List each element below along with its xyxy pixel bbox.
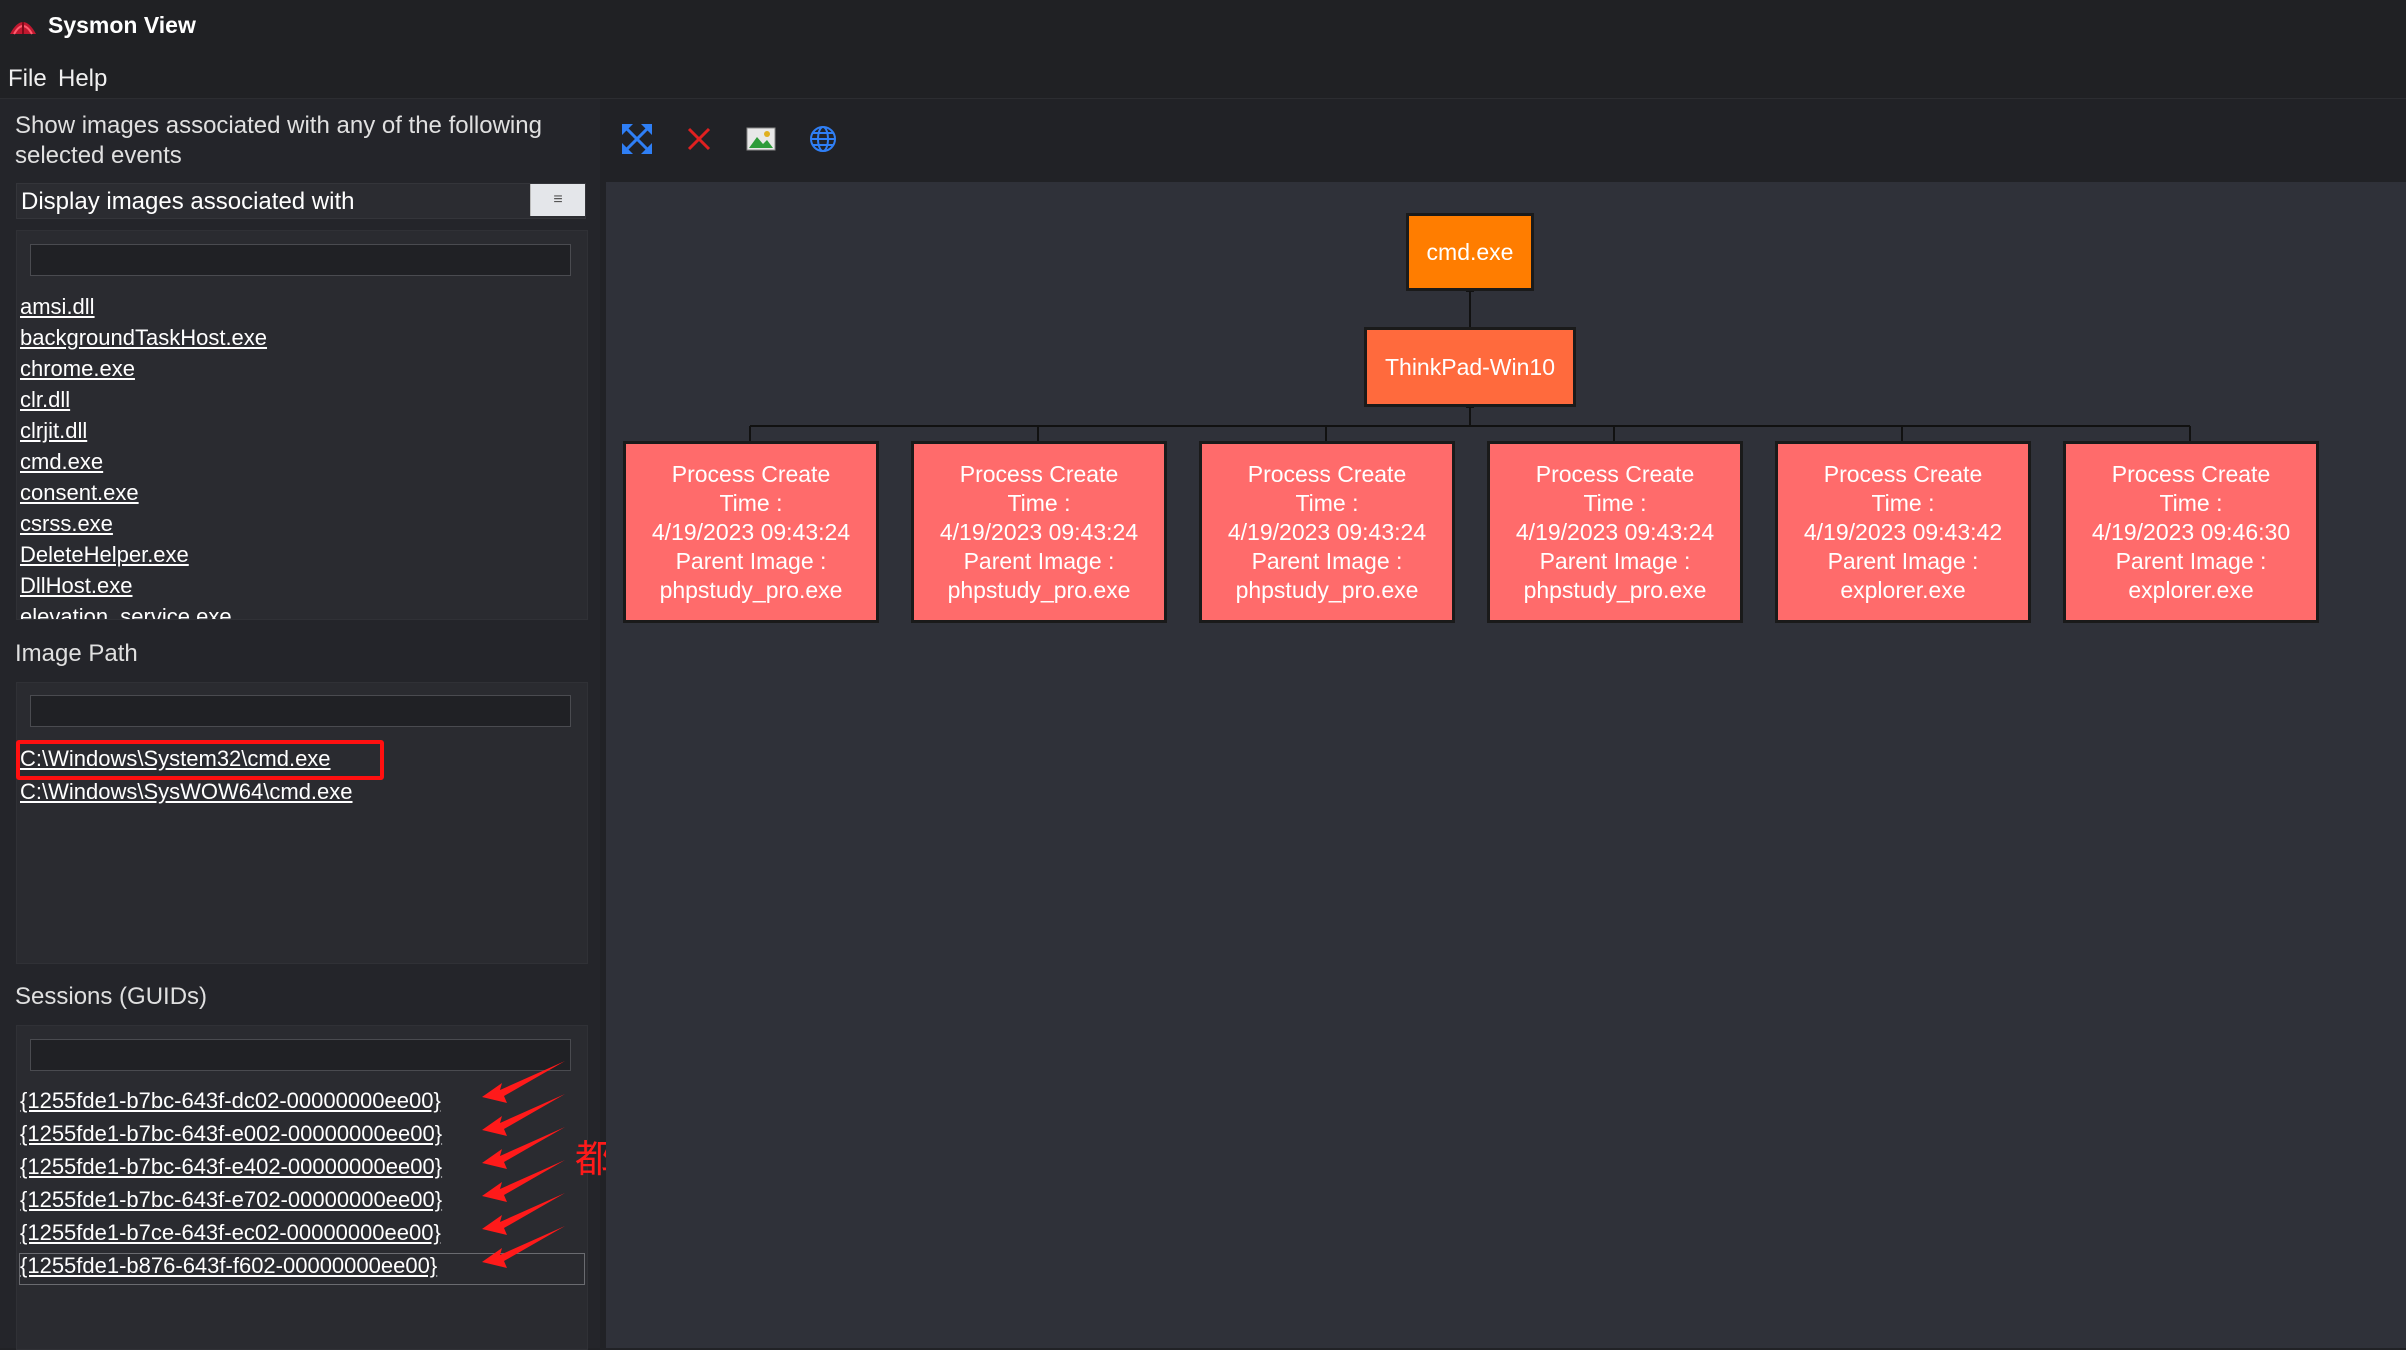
node-root-image[interactable]: cmd.exe: [1406, 213, 1534, 291]
node-host[interactable]: ThinkPad-Win10: [1364, 327, 1576, 407]
event-parent-label-text: Parent Image :: [2115, 547, 2267, 574]
session-guid-link[interactable]: {1255fde1-b7bc-643f-dc02-00000000ee00}: [20, 1088, 441, 1113]
event-parent-label-text: Parent Image :: [1251, 547, 1403, 574]
event-line2-text: Time :: [1871, 489, 1935, 516]
images-panel: amsi.dll backgroundTaskHost.exe chrome.exe…: [16, 230, 588, 620]
image-list-item[interactable]: csrss.exe: [20, 511, 113, 536]
event-parent-label-text: Parent Image :: [1539, 547, 1691, 574]
image-path-filter-input[interactable]: [30, 695, 571, 727]
app-logo-icon: [10, 22, 36, 35]
event-time-text: 4/19/2023 09:43:24: [1515, 518, 1715, 545]
globe-icon[interactable]: [806, 122, 840, 156]
event-line1-text: Process Create: [1535, 460, 1695, 487]
image-path-panel: C:\Windows\System32\cmd.exe C:\Windows\S…: [16, 682, 588, 964]
event-parent-text: phpstudy_pro.exe: [947, 576, 1131, 603]
event-parent-text: phpstudy_pro.exe: [1523, 576, 1707, 603]
event-parent-label-text: Parent Image :: [1827, 547, 1979, 574]
event-time-text: 4/19/2023 09:43:24: [651, 518, 851, 545]
menu-bar: File Help: [0, 56, 2406, 99]
image-list-item[interactable]: cmd.exe: [20, 449, 104, 474]
event-time-text: 4/19/2023 09:43:24: [1227, 518, 1427, 545]
event-line1-text: Process Create: [2111, 460, 2271, 487]
event-line2-text: Time :: [1007, 489, 1071, 516]
event-line1-text: Process Create: [959, 460, 1119, 487]
annotation-arrow: [482, 1094, 565, 1136]
event-time-text: 4/19/2023 09:46:30: [2091, 518, 2291, 545]
annotation-arrow: [482, 1061, 565, 1103]
event-time-text: 4/19/2023 09:43:42: [1803, 518, 2003, 545]
session-guid-link[interactable]: {1255fde1-b7bc-643f-e402-00000000ee00}: [20, 1154, 443, 1179]
highlight-box: [16, 740, 384, 780]
image-list-item[interactable]: chrome.exe: [20, 356, 135, 381]
selected-row-outline: [19, 1253, 585, 1285]
display-with-label: Display images associated with: [21, 188, 355, 215]
event-parent-label-text: Parent Image :: [675, 547, 827, 574]
event-parent-label-text: Parent Image :: [963, 547, 1115, 574]
event-line2-text: Time :: [1583, 489, 1647, 516]
image-list-item[interactable]: consent.exe: [20, 480, 139, 505]
images-filter-input[interactable]: [30, 244, 571, 276]
event-line1-text: Process Create: [671, 460, 831, 487]
image-path-label: Image Path: [15, 640, 138, 667]
session-guid-link[interactable]: {1255fde1-b7bc-643f-e002-00000000ee00}: [20, 1121, 443, 1146]
title-bar: Sysmon View: [0, 0, 2406, 56]
image-list-item[interactable]: elevation_service.exe: [20, 604, 232, 620]
menu-file[interactable]: File: [8, 65, 47, 92]
annotation-arrow: [482, 1226, 565, 1268]
session-guid-link[interactable]: {1255fde1-b876-643f-f602-00000000ee00}: [20, 1253, 438, 1278]
clear-icon[interactable]: [682, 122, 716, 156]
image-path-link[interactable]: C:\Windows\SysWOW64\cmd.exe: [20, 779, 353, 804]
annotation-arrow: [482, 1127, 565, 1169]
image-list-item[interactable]: clrjit.dll: [20, 418, 88, 443]
event-time-text: 4/19/2023 09:43:24: [939, 518, 1139, 545]
annotation-arrows: [482, 1061, 565, 1268]
event-parent-text: explorer.exe: [2128, 576, 2254, 603]
event-line2-text: Time :: [2159, 489, 2223, 516]
event-parent-text: phpstudy_pro.exe: [659, 576, 843, 603]
list-icon: ≡: [553, 191, 563, 208]
annotation-arrow: [482, 1193, 565, 1235]
events-filter-label: Show images associated with any of the f…: [15, 112, 542, 169]
event-line2-text: Time :: [1295, 489, 1359, 516]
event-line1-text: Process Create: [1823, 460, 1983, 487]
sessions-filter-input[interactable]: [30, 1039, 571, 1071]
event-line2-text: Time :: [719, 489, 783, 516]
annotation-arrow: [482, 1160, 565, 1202]
image-icon[interactable]: [744, 122, 778, 156]
image-list-item[interactable]: clr.dll: [20, 387, 71, 412]
image-list-item[interactable]: DllHost.exe: [20, 573, 133, 598]
list-options-button[interactable]: ≡: [530, 184, 585, 216]
image-list-item[interactable]: DeleteHelper.exe: [20, 542, 189, 567]
sessions-panel: {1255fde1-b7bc-643f-dc02-00000000ee00} {1…: [16, 1025, 588, 1350]
image-list-item[interactable]: amsi.dll: [20, 294, 95, 319]
session-guid-link[interactable]: {1255fde1-b7bc-643f-e702-00000000ee00}: [20, 1187, 443, 1212]
session-guid-link[interactable]: {1255fde1-b7ce-643f-ec02-00000000ee00}: [20, 1220, 441, 1245]
sessions-label: Sessions (GUIDs): [15, 983, 208, 1010]
image-list-item[interactable]: backgroundTaskHost.exe: [20, 325, 268, 350]
menu-help[interactable]: Help: [58, 65, 108, 92]
display-with-dropdown[interactable]: Display images associated with ≡: [16, 183, 586, 219]
event-parent-text: phpstudy_pro.exe: [1235, 576, 1419, 603]
window-title: Sysmon View: [48, 12, 196, 38]
image-path-link[interactable]: C:\Windows\System32\cmd.exe: [20, 746, 331, 771]
event-parent-text: explorer.exe: [1840, 576, 1966, 603]
event-line1-text: Process Create: [1247, 460, 1407, 487]
fit-view-icon[interactable]: [620, 122, 654, 156]
